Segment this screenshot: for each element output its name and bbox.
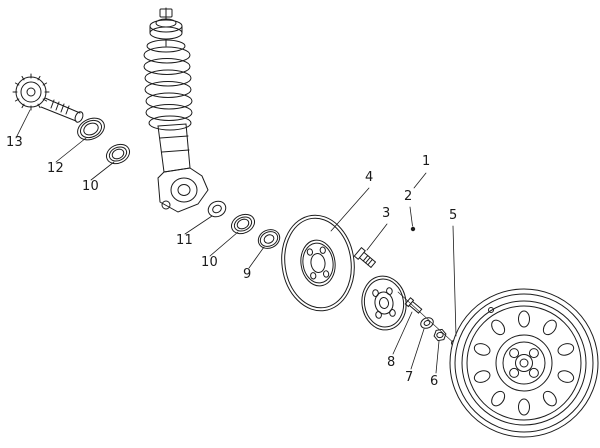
callout-9: 9: [243, 267, 252, 282]
callout-4: 4: [365, 170, 374, 185]
castle-nut: [433, 329, 447, 341]
bearing-front: [103, 141, 132, 167]
fixing-screw: [405, 298, 422, 314]
wheel-hub: [358, 273, 409, 333]
callout-1: 1: [422, 154, 431, 169]
drive-shaft: [13, 74, 84, 123]
brake-disc: [276, 210, 361, 315]
callout-10-rear: 10: [201, 255, 218, 270]
callout-11: 11: [176, 233, 193, 248]
callout-7: 7: [405, 370, 414, 385]
callout-13: 13: [6, 135, 23, 150]
callout-12: 12: [47, 161, 64, 176]
bearing-outer: [74, 114, 108, 144]
callout-3: 3: [382, 206, 391, 221]
hub-reference-dot: [410, 226, 416, 232]
callout-leader-lines: [16, 110, 456, 373]
suspension-strut: [144, 8, 208, 212]
callout-10-front: 10: [82, 179, 99, 194]
callout-6: 6: [430, 374, 439, 389]
stud-bolt: [354, 248, 376, 269]
seal-ring: [255, 226, 283, 252]
callout-5: 5: [449, 208, 458, 223]
bearing-rear: [228, 211, 257, 237]
callout-8: 8: [387, 355, 396, 370]
callout-2: 2: [404, 189, 413, 204]
wheel-rim: [450, 289, 598, 437]
washer: [419, 316, 435, 331]
spacer-bush: [206, 198, 229, 219]
